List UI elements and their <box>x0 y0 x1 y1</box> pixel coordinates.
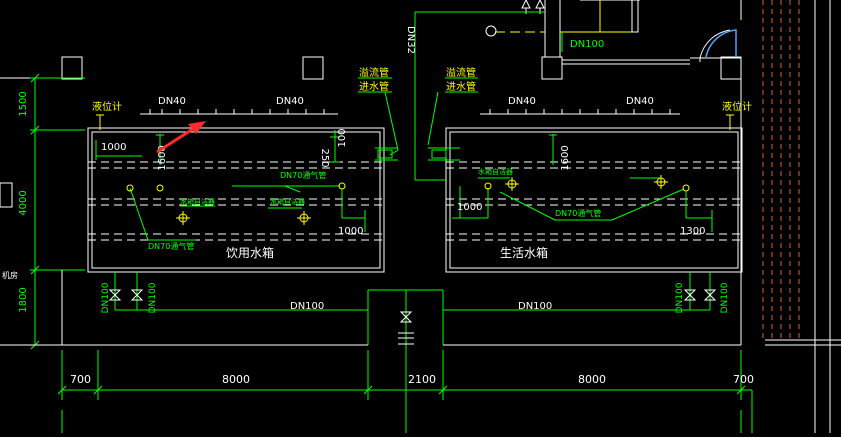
drain-dn100-label-3: DN100 <box>675 282 685 313</box>
bottom-dimension-lines <box>57 350 753 433</box>
right-distribution-pipe <box>480 109 680 115</box>
dn32-label: DN32 <box>405 26 416 54</box>
right-tank-annotations <box>452 177 713 232</box>
bottom-outlet-pipes <box>114 272 711 433</box>
yellow-supply-pipe <box>495 0 632 33</box>
dim-1300: 1300 <box>680 226 705 237</box>
self-cleaner-icons-left <box>176 211 311 225</box>
bottom-dim-700-left: 700 <box>70 373 91 386</box>
bottom-dim-700-right: 700 <box>733 373 754 386</box>
right-tank-dashed-levels <box>446 161 742 241</box>
right-wall-hatch <box>762 0 800 340</box>
tank-label-right: 生活水箱 <box>500 245 548 260</box>
dn40-label-1: DN40 <box>158 96 186 107</box>
left-dimension-lines <box>30 73 85 350</box>
level-gauge-label-left: 液位计 <box>92 100 122 113</box>
bottom-dim-2100: 2100 <box>408 373 436 386</box>
dim-1800: 1800 <box>18 287 29 312</box>
self-cleaner-label-2: 水箱自洁器 <box>270 197 305 206</box>
top-arrow-icons <box>521 0 545 14</box>
red-arrow-icon <box>156 121 206 154</box>
right-wall-outline <box>740 0 841 433</box>
overflow-pipe-label-right: 溢流管 <box>446 66 476 79</box>
left-outer-wall <box>0 182 63 346</box>
drain-dn100-label-1: DN100 <box>101 282 111 313</box>
self-cleaner-icons-right <box>505 175 668 191</box>
dn100-label-left: DN100 <box>290 301 324 312</box>
dn40-label-2: DN40 <box>276 96 304 107</box>
vent-pipe-label-1: DN70通气管 <box>148 241 194 251</box>
inlet-pipe-label-left: 进水管 <box>359 80 389 93</box>
drain-dn100-label-4: DN100 <box>720 282 730 313</box>
left-tank-outline <box>87 127 385 273</box>
green-inlet-pipes <box>375 11 563 181</box>
left-distribution-pipe <box>140 109 338 115</box>
dim-1500: 1500 <box>18 91 29 116</box>
door-arc <box>705 29 737 58</box>
dim-250: 250 <box>319 148 330 167</box>
dn100-top-label: DN100 <box>570 39 604 50</box>
bottom-dim-8000-right: 8000 <box>578 373 606 386</box>
vent-pipe-label-3: DN70通气管 <box>555 208 601 218</box>
self-cleaner-label-3: 水箱自洁器 <box>478 167 513 176</box>
right-tank-outline <box>445 127 743 273</box>
dim-1000-b: 1000 <box>338 226 363 237</box>
dn40-label-4: DN40 <box>626 96 654 107</box>
vent-pipe-label-2: DN70通气管 <box>280 170 326 180</box>
dim-4000: 4000 <box>18 190 29 215</box>
valve-symbol-icon <box>485 25 497 37</box>
dim-1600-a: 1600 <box>157 145 168 170</box>
bottom-valves <box>108 289 717 345</box>
room-label: 机房 <box>2 270 18 280</box>
inlet-tag-lines <box>156 77 557 165</box>
bottom-dim-8000-left: 8000 <box>222 373 250 386</box>
dim-1600-b: 1600 <box>560 145 571 170</box>
dn40-label-3: DN40 <box>508 96 536 107</box>
self-cleaner-label-1: 水箱自洁器 <box>180 197 215 206</box>
dim-1000-a: 1000 <box>101 142 126 153</box>
drain-dn100-label-2: DN100 <box>148 282 158 313</box>
level-gauge-label-right: 液位计 <box>722 100 752 113</box>
level-gauge-right <box>726 114 734 130</box>
level-gauge-left <box>96 114 104 130</box>
left-tank-dashed-levels <box>88 161 384 241</box>
dim-100: 100 <box>337 128 348 147</box>
tank-label-left: 饮用水箱 <box>226 245 274 260</box>
dim-1000-c: 1000 <box>457 202 482 213</box>
inlet-pipe-label-right: 进水管 <box>446 80 476 93</box>
dn100-label-right: DN100 <box>518 301 552 312</box>
left-tank-annotations <box>95 140 366 241</box>
overflow-pipe-label-left: 溢流管 <box>359 66 389 79</box>
